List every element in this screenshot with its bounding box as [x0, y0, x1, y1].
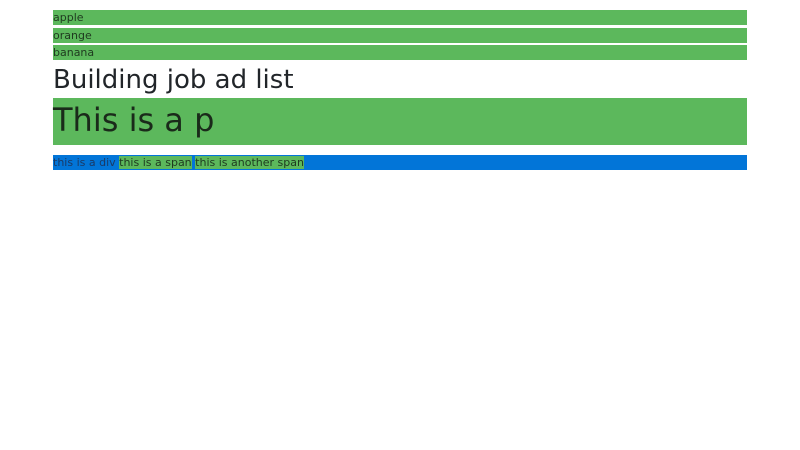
page-heading: Building job ad list	[53, 64, 294, 95]
green-span-2: this is another span	[195, 155, 304, 169]
green-paragraph: This is a p	[53, 97, 747, 145]
page-container: apple orange banana Building job ad list…	[53, 10, 747, 170]
blue-div: this is a div this is a span this is ano…	[53, 154, 747, 170]
list-item-orange: orange	[53, 27, 747, 43]
fruit-list: apple orange banana	[53, 10, 747, 60]
list-item-apple: apple	[53, 10, 747, 25]
green-span-1: this is a span	[119, 155, 192, 169]
list-item-banana: banana	[53, 45, 747, 60]
div-text: this is a div	[53, 155, 116, 169]
